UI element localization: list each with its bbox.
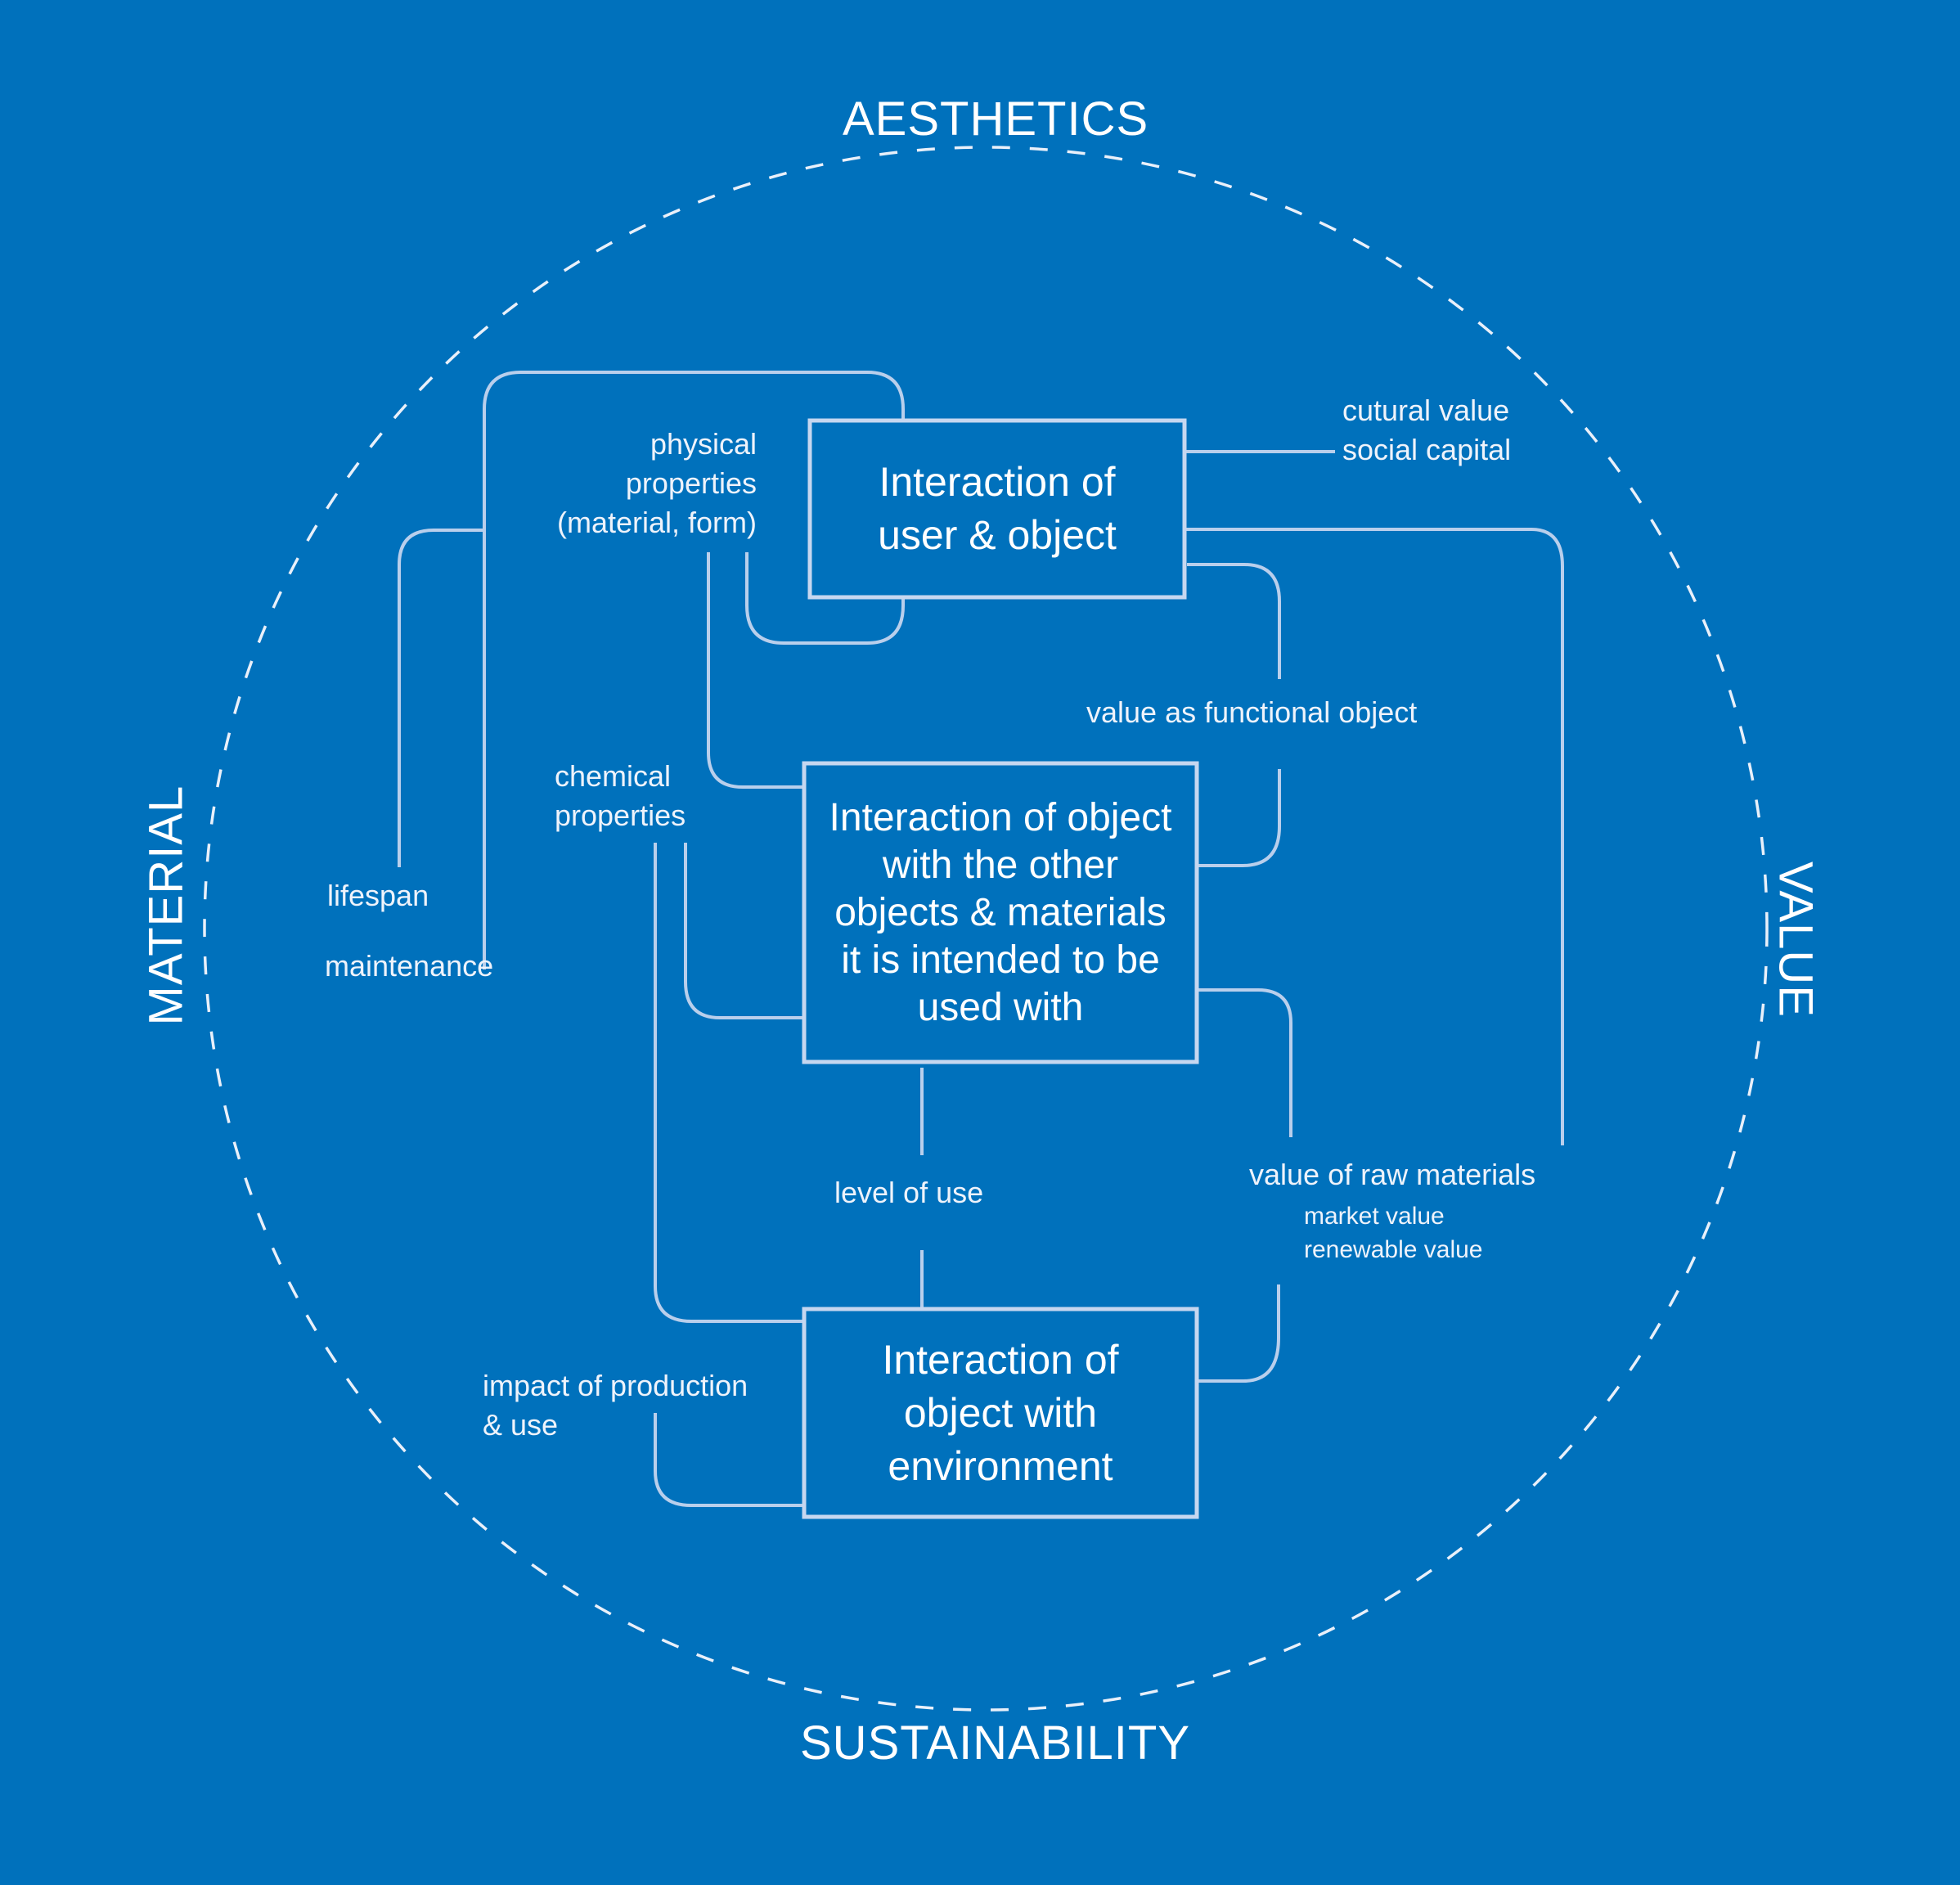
axis-label-sustainability: SUSTAINABILITY: [800, 1716, 1191, 1770]
connector-chemical-to-bottom: [654, 843, 804, 1323]
label-maintenance: maintenance: [325, 949, 494, 983]
label-lifespan: lifespan: [327, 879, 429, 912]
label-cultural-social: cutural value social capital: [1342, 394, 1512, 466]
connector-physical-to-middle: [707, 552, 804, 789]
connector-functional-bottom: [1197, 769, 1281, 867]
connector-lifespan: [398, 529, 484, 867]
axis-label-aesthetics: AESTHETICS: [843, 92, 1149, 146]
label-impact-production: impact of production & use: [483, 1369, 748, 1442]
connector-middle-to-raw: [1197, 988, 1292, 1137]
box-object-environment-frame: [802, 1307, 1199, 1519]
label-level-of-use: level of use: [834, 1176, 984, 1209]
box-user-object-frame: [807, 418, 1187, 600]
box-object-objects-frame: [802, 761, 1199, 1064]
connector-impact-to-bottom: [654, 1413, 804, 1507]
axis-label-material: MATERIAL: [139, 785, 193, 1026]
connector-maintenance-loop: [483, 371, 905, 969]
label-value-raw-materials: value of raw materials: [1249, 1158, 1536, 1191]
box-object-environment: Interaction of object with environment: [882, 1336, 1119, 1489]
label-chemical-properties: chemical properties: [555, 759, 686, 832]
axis-label-value: VALUE: [1769, 862, 1823, 1018]
connector-physical-loop: [745, 552, 905, 645]
label-raw-materials-sub: market value renewable value: [1304, 1203, 1483, 1263]
box-object-objects: Interaction of object with the other obj…: [829, 795, 1172, 1029]
connector-bottom-to-raw: [1197, 1284, 1280, 1383]
connector-functional-top: [1187, 563, 1281, 679]
label-value-functional-object: value as functional object: [1086, 695, 1418, 729]
box-user-object: Interaction of user & object: [878, 459, 1117, 558]
connector-top-to-raw-materials: [1183, 528, 1564, 1145]
outer-dashed-circle: [203, 146, 1769, 1712]
connector-chemical-to-middle: [684, 843, 804, 1019]
label-physical-properties: physical properties (material, form): [556, 427, 757, 539]
